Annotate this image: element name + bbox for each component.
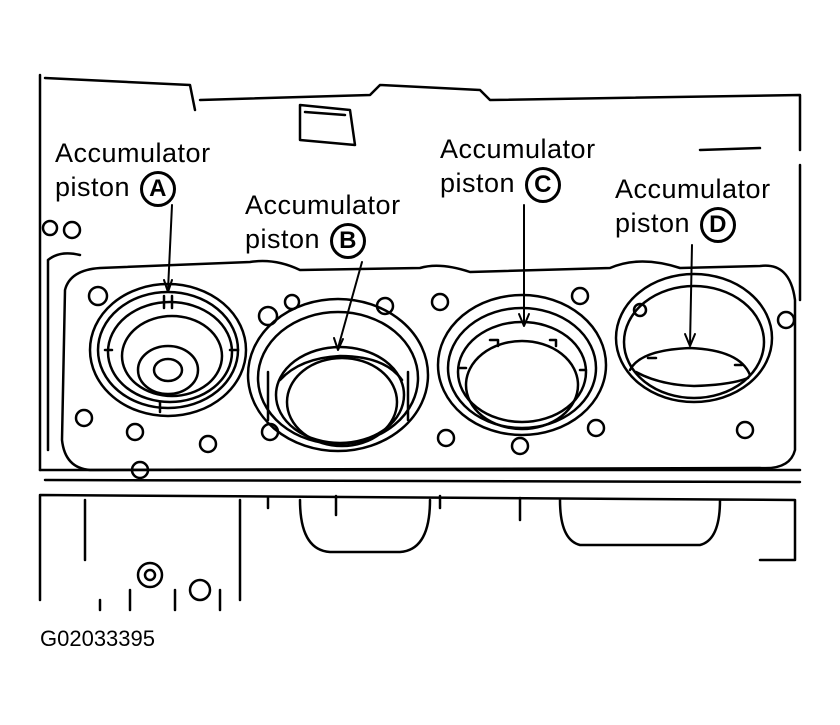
- housing-outline: [38, 73, 802, 472]
- label-accumulator-a: Accumulator piston A: [55, 136, 211, 207]
- figure-id: G02033395: [40, 626, 155, 651]
- letter-c-circle: C: [525, 166, 562, 203]
- accumulator-piston-d-bore: [614, 272, 774, 404]
- lower-casting: [38, 468, 802, 602]
- leader-line-b: [337, 261, 363, 349]
- label-c-word: Accumulator: [440, 134, 596, 164]
- label-c-piston: piston: [440, 168, 516, 198]
- leader-line-a: [167, 204, 173, 291]
- label-a-piston: piston: [55, 172, 131, 202]
- label-accumulator-b: Accumulator piston B: [245, 188, 401, 259]
- label-a-word: Accumulator: [55, 138, 211, 168]
- accumulator-piston-b-bore: [246, 297, 430, 453]
- leader-lines: [163, 204, 696, 351]
- accumulator-piston-a-bore: [88, 282, 248, 418]
- label-d-word: Accumulator: [615, 174, 771, 204]
- accumulator-piston-c-bore: [436, 293, 608, 437]
- letter-a-circle: A: [140, 170, 177, 207]
- letter-b-circle: B: [330, 222, 367, 259]
- leader-line-d: [689, 244, 693, 346]
- label-accumulator-d: Accumulator piston D: [615, 172, 771, 243]
- label-b-word: Accumulator: [245, 190, 401, 220]
- separator-plate-outline: [60, 259, 797, 472]
- letter-d-circle: D: [700, 206, 737, 243]
- label-d-piston: piston: [615, 208, 691, 238]
- label-accumulator-c: Accumulator piston C: [440, 132, 596, 203]
- label-b-piston: piston: [245, 224, 321, 254]
- housing-top-rib: [298, 103, 357, 147]
